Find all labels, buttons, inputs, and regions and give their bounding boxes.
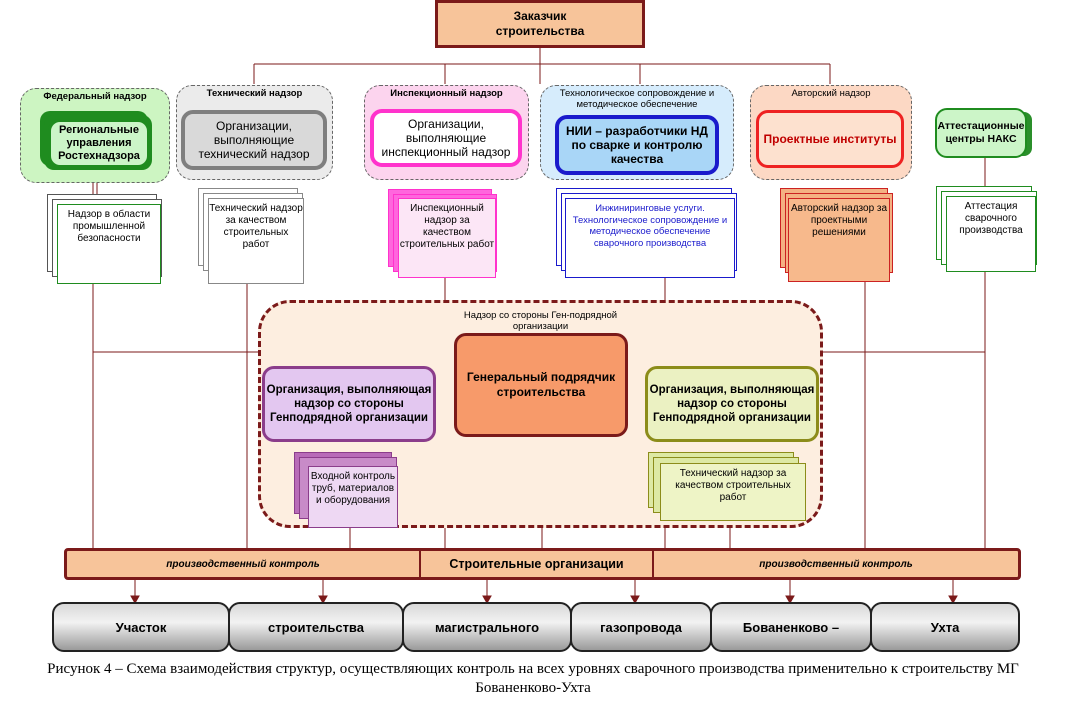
pipeline-segment-6: Ухта: [870, 602, 1020, 652]
pipeline-segment-5: Бованенково –: [710, 602, 872, 652]
customer-box: Заказчик строительства: [435, 0, 645, 48]
project-institutes-box: Проектные институты: [756, 110, 904, 168]
engineering-services-doc: Инжиниринговые услуги. Технологическое с…: [565, 198, 735, 278]
zone-title: Технологическое сопровождение и методиче…: [559, 88, 715, 110]
author-supervision-doc: Авторский надзор за проектными решениями: [788, 198, 890, 282]
attestation-doc: Аттестация сварочного производства: [946, 196, 1036, 272]
technical-org-box: Организации, выполняющие технический над…: [181, 110, 327, 170]
pipeline-segment-1: Участок: [52, 602, 230, 652]
figure-caption: Рисунок 4 – Схема взаимодействия структу…: [47, 661, 1019, 696]
pipeline-segment-3: магистрального: [402, 602, 572, 652]
industrial-safety-doc: Надзор в области промышленной безопаснос…: [57, 204, 161, 284]
tech-supervision-gc-doc: Технический надзор за качеством строител…: [660, 463, 806, 521]
zone-title: Инспекционный надзор: [390, 88, 503, 99]
technical-supervision-doc: Технический надзор за качеством строител…: [208, 198, 304, 284]
construction-orgs-label: Строительные организации: [421, 551, 654, 577]
inspection-supervision-doc: Инспекционный надзор за качеством строит…: [398, 198, 496, 278]
gc-supervision-org-right: Организация, выполняющая надзор со сторо…: [645, 366, 819, 442]
construction-orgs-bar: [64, 548, 1021, 580]
inspection-org-box: Организации, выполняющие инспекционный н…: [370, 109, 522, 167]
pipeline-segment-2: строительства: [228, 602, 404, 652]
zone-title: Технический надзор: [206, 88, 303, 99]
production-control-right: производственный контроль: [759, 558, 913, 570]
nii-box: НИИ – разработчики НД по сварке и контро…: [555, 115, 719, 175]
zone-title: Авторский надзор: [791, 88, 871, 99]
zone-title: Федеральный надзор: [43, 91, 147, 102]
general-contractor-box: Генеральный подрядчик строительства: [454, 333, 628, 437]
regional-directorates-box: Региональные управления Ростехнадзора: [48, 119, 150, 168]
pipeline-segment-4: газопровода: [570, 602, 712, 652]
production-control-left: производственный контроль: [67, 551, 421, 577]
zone-title: Надзор со стороны Ген-подрядной организа…: [463, 310, 618, 332]
incoming-control-doc: Входной контроль труб, материалов и обор…: [308, 466, 398, 528]
gc-supervision-org-left: Организация, выполняющая надзор со сторо…: [262, 366, 436, 442]
naks-box: Аттестационные центры НАКС: [935, 108, 1027, 158]
